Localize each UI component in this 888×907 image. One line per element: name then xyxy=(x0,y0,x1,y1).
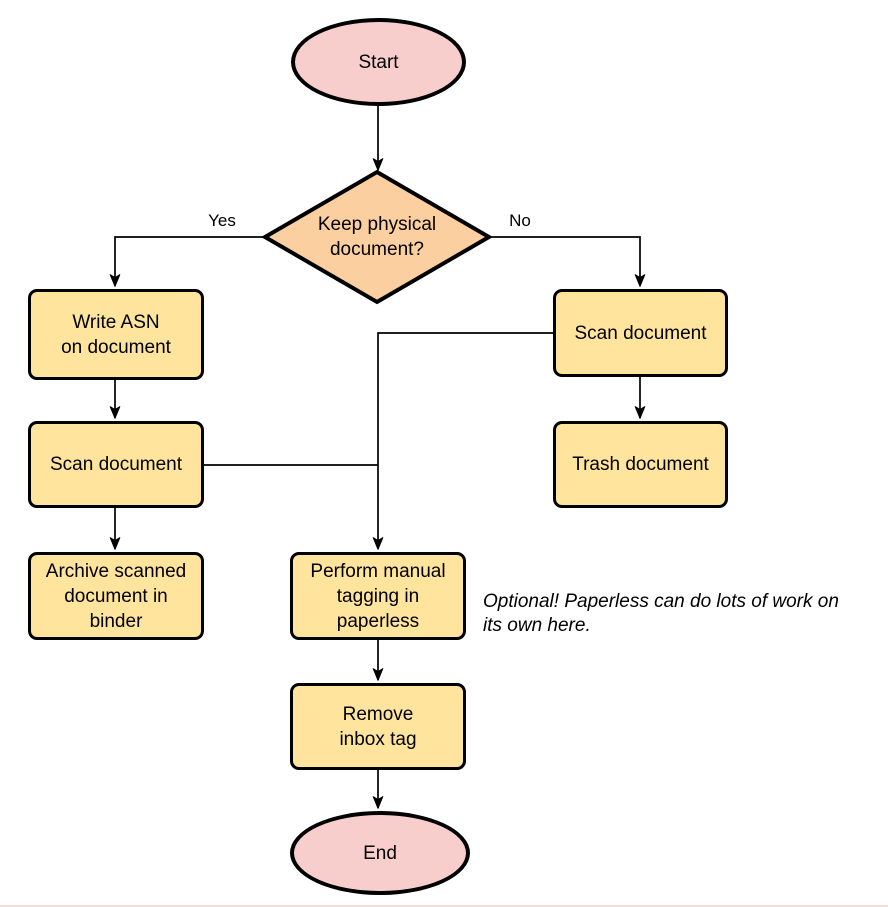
end-node-label: End xyxy=(363,842,397,864)
remove-inbox-tag-node: Remove inbox tag xyxy=(290,683,466,770)
scan-document-right-node: Scan document xyxy=(553,289,728,377)
connector-scan-right-to-perform xyxy=(372,332,553,550)
start-node: Start xyxy=(291,18,466,106)
write-asn-node: Write ASN on document xyxy=(28,289,204,380)
perform-tagging-node-label: Perform manual tagging in paperless xyxy=(310,560,446,632)
optional-note: Optional! Paperless can do lots of work … xyxy=(483,591,839,636)
end-node: End xyxy=(290,811,470,895)
scan-document-left-node-label: Scan document xyxy=(49,454,183,475)
connector-decision-no-to-scan-right xyxy=(489,236,646,287)
decision-node-shape xyxy=(261,169,493,305)
scan-document-left-node: Scan document xyxy=(28,421,204,508)
trash-document-node-label: Trash document xyxy=(572,454,709,475)
decision-node-label: Keep physical document? xyxy=(317,214,437,260)
edge-label-yes: Yes xyxy=(208,211,236,230)
edge-label-no: No xyxy=(509,211,531,230)
start-node-label: Start xyxy=(358,51,399,73)
connector-decision-yes-to-write-asn xyxy=(109,236,265,287)
remove-inbox-tag-node-label: Remove inbox tag xyxy=(339,703,417,750)
trash-document-node: Trash document xyxy=(553,421,728,508)
archive-document-node-label: Archive scanned document in binder xyxy=(45,560,187,632)
scan-document-right-node-label: Scan document xyxy=(574,322,707,344)
bottom-edge-line xyxy=(0,905,888,907)
write-asn-node-label: Write ASN on document xyxy=(61,311,171,358)
perform-tagging-node: Perform manual tagging in paperless xyxy=(290,552,466,640)
archive-document-node: Archive scanned document in binder xyxy=(28,552,204,640)
